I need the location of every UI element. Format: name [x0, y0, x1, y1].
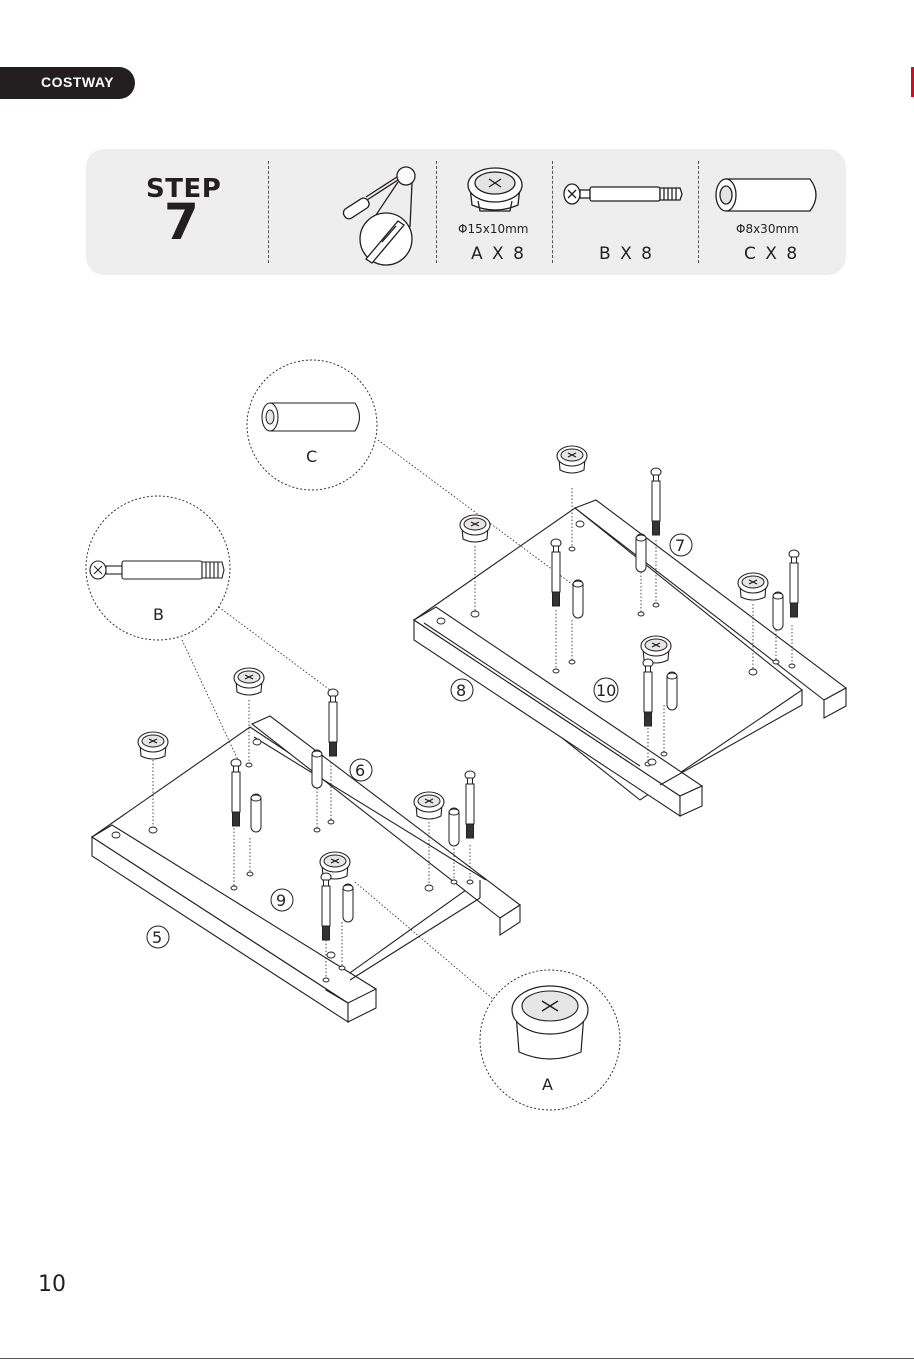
brand-name: COSTWAY: [41, 74, 114, 90]
divider: [268, 161, 269, 263]
phillips-screwdriver-icon: [326, 163, 422, 267]
panel-number-8: 8: [451, 679, 473, 701]
upper-frame: [414, 500, 846, 816]
panel-number-6: 6: [350, 759, 372, 781]
callout-b-label: B: [153, 605, 164, 624]
callout-c-label: C: [306, 447, 317, 466]
part-c-spec: Φ8x30mm: [736, 222, 799, 236]
part-b-quantity: B X 8: [599, 244, 654, 264]
panel-number-7: 7: [670, 534, 692, 556]
panel-number-7-text: 7: [675, 536, 685, 555]
lower-frame: [92, 716, 520, 1022]
assembly-diagram: C B A 5 6: [0, 300, 914, 1130]
page-number: 10: [38, 1272, 66, 1297]
panel-number-5-text: 5: [152, 928, 162, 947]
callout-b: B: [86, 496, 230, 640]
step-number: 7: [164, 197, 199, 247]
step-header: STEP 7 Φ15x10mm A X 8: [86, 149, 846, 275]
callout-a: A: [480, 970, 620, 1110]
cam-lock-icon: [462, 161, 528, 217]
part-c-quantity: C X 8: [744, 244, 799, 264]
panel-number-9-text: 9: [276, 891, 286, 910]
divider: [436, 161, 437, 263]
divider: [552, 161, 553, 263]
divider: [698, 161, 699, 263]
callout-a-label: A: [542, 1075, 553, 1094]
panel-number-5: 5: [147, 926, 169, 948]
wooden-dowel-icon: [714, 175, 826, 217]
cam-bolt-icon: [562, 177, 686, 213]
callout-c: C: [247, 360, 377, 490]
panel-number-10-text: 10: [596, 681, 616, 700]
panel-number-6-text: 6: [355, 761, 365, 780]
panel-number-9: 9: [271, 889, 293, 911]
panel-number-8-text: 8: [456, 681, 466, 700]
panel-number-10: 10: [594, 678, 618, 702]
brand-logo: COSTWAY: [0, 67, 135, 99]
footer-rule: [0, 1358, 914, 1359]
part-a-spec: Φ15x10mm: [458, 222, 528, 236]
part-a-quantity: A X 8: [471, 244, 526, 264]
